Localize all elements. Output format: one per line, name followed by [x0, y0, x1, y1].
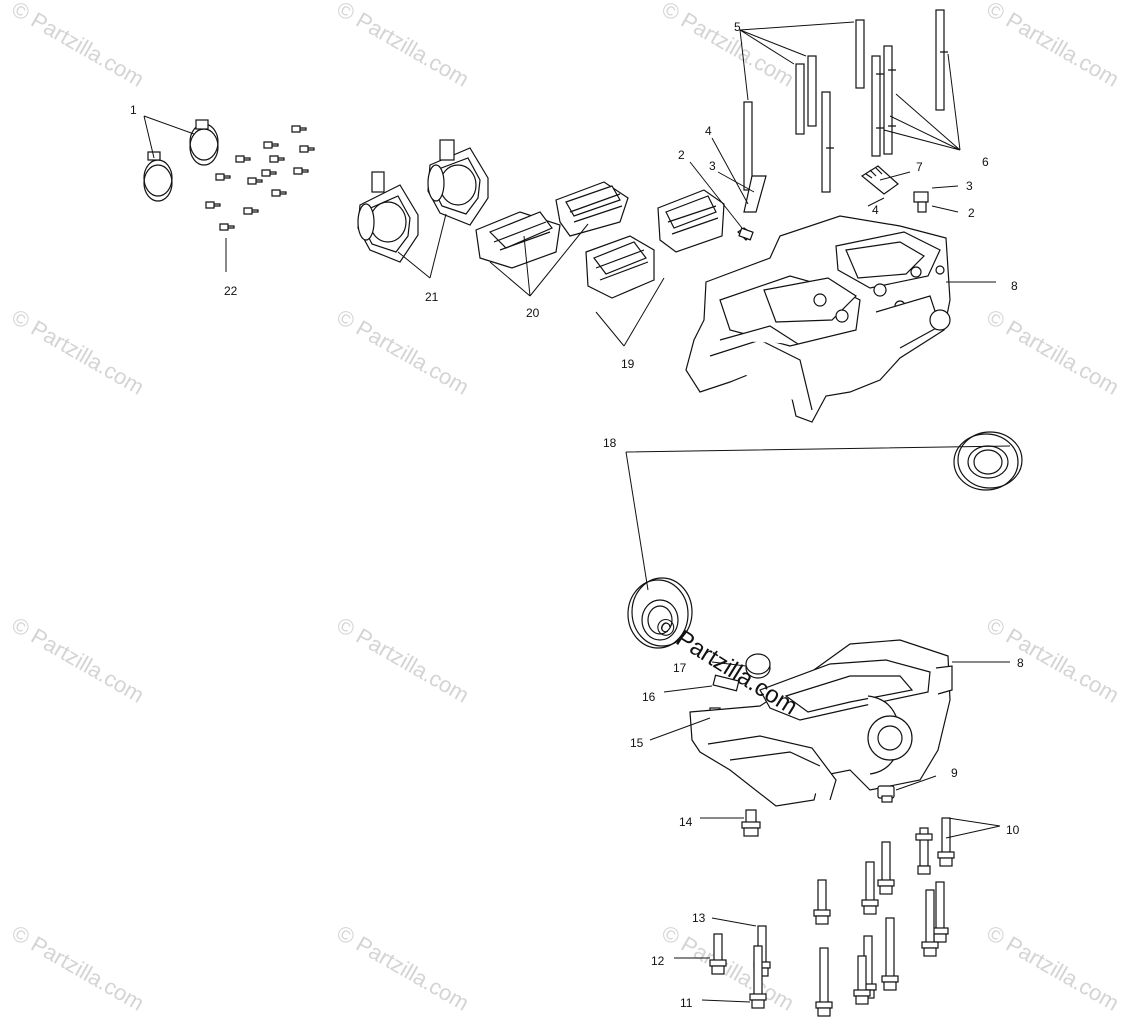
callout-label: 21: [425, 290, 439, 304]
leader-lines: [143, 21, 1011, 1003]
stud-part: [743, 9, 948, 193]
crankcase-upper-part: [685, 215, 951, 423]
callout-label: 12: [651, 954, 665, 968]
callout-label: 2: [678, 148, 685, 162]
reed-valve-part: [585, 189, 725, 299]
callout-label: 6: [982, 155, 989, 169]
fitting-part: [737, 165, 929, 241]
long-bolt-part: [709, 817, 955, 1017]
intake-manifold-part: [357, 139, 489, 263]
callout-label: 2: [968, 206, 975, 220]
callout-label: 7: [916, 160, 923, 174]
callout-label: 5: [734, 20, 741, 34]
callout-label: 3: [709, 159, 716, 173]
plug-part: [877, 785, 895, 803]
callout-label: 4: [872, 203, 879, 217]
callout-label: 9: [951, 766, 958, 780]
callout-label: 8: [1011, 279, 1018, 293]
callout-label: 10: [1006, 823, 1020, 837]
callout-label: 1: [130, 103, 137, 117]
callout-label: 17: [673, 661, 687, 675]
callout-label: 18: [603, 436, 617, 450]
bolt-part: [741, 809, 761, 837]
oil-seal-part: [627, 431, 1023, 649]
callout-label: 16: [642, 690, 656, 704]
screw-set-part: [205, 125, 315, 231]
hose-clamp-part: [143, 119, 219, 202]
callout-label: 8: [1017, 656, 1024, 670]
crankcase-lower-part: [689, 639, 953, 807]
reed-valve-part: [475, 181, 629, 269]
callout-label: 3: [966, 179, 973, 193]
callout-label: 20: [526, 306, 540, 320]
callout-label: 14: [679, 815, 693, 829]
callout-label: 22: [224, 284, 238, 298]
callout-label: 19: [621, 357, 635, 371]
callout-label: 15: [630, 736, 644, 750]
callout-label: 11: [680, 996, 693, 1010]
callout-label: 13: [692, 911, 706, 925]
callout-label: 4: [705, 124, 712, 138]
